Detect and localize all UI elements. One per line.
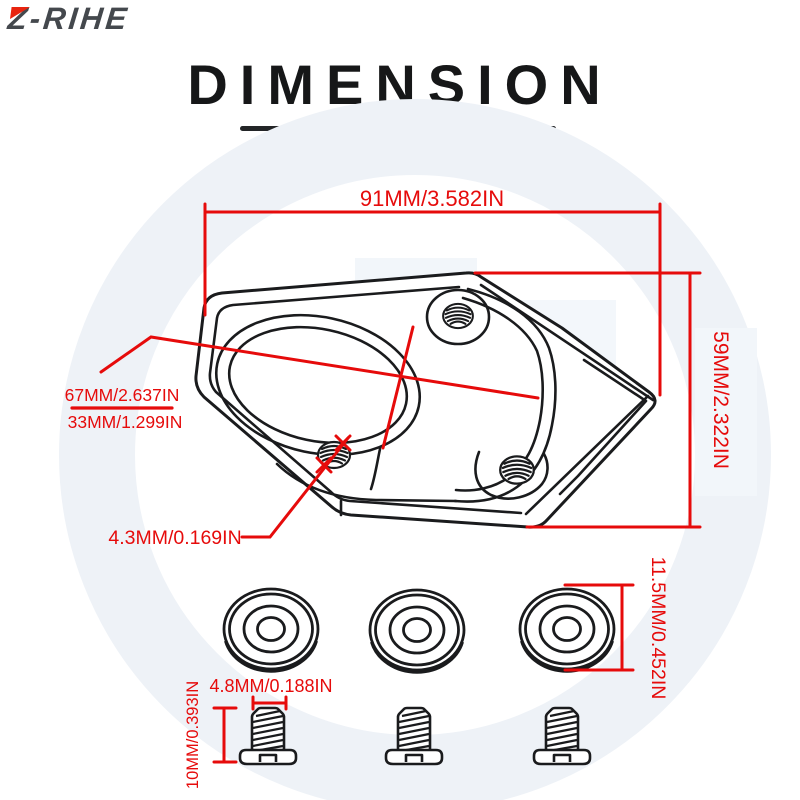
plate-inner-contour [208, 285, 523, 515]
pocket-wall-inner [454, 296, 544, 492]
dim-screw-length-line [212, 706, 238, 764]
dim-hole-x-mark-1 [334, 434, 352, 452]
washer-3 [518, 587, 616, 673]
dim-hole-leader [240, 436, 350, 539]
washer-2 [368, 588, 466, 674]
plate-opening-inner [227, 325, 409, 445]
dim-screw-length-label: 10MM/0.393IN [184, 681, 202, 789]
plate-opening-outer [214, 313, 422, 457]
pocket-floor-line [275, 462, 458, 503]
dimension-annotations [70, 202, 702, 764]
dim-height-label: 59MM/2.322IN [709, 331, 732, 469]
brand-logo: Z-RIHE [6, 1, 131, 38]
dim-inner-length-label: 67MM/2.637IN [65, 385, 180, 405]
dim-screw-width-label: 4.8MM/0.188IN [209, 676, 332, 696]
washer-1 [222, 587, 320, 673]
wedge-facet-lines [558, 358, 648, 496]
threaded-hole-top [441, 302, 475, 330]
opening-step-line [369, 447, 382, 491]
dim-inner-width-label: 33MM/1.299IN [68, 412, 183, 432]
threaded-hole-bottom-right [498, 454, 536, 486]
dim-hole-label: 4.3MM/0.169IN [108, 527, 241, 549]
dim-inner-width-line [381, 325, 415, 450]
plate-bevel-bottom-right [524, 394, 650, 516]
dim-inner-length-line [99, 335, 540, 400]
dim-washer-label: 11.5MM/0.452IN [647, 557, 669, 700]
top-hole-boss [425, 288, 491, 346]
washers-row [222, 587, 616, 674]
pocket-wall-outer [453, 287, 557, 503]
bottom-right-hole-boss [474, 450, 549, 500]
dim-width-label: 91MM/3.582IN [360, 186, 504, 211]
dim-screw-width-line [251, 695, 288, 711]
dim-hole-x-mark-2 [315, 456, 333, 474]
